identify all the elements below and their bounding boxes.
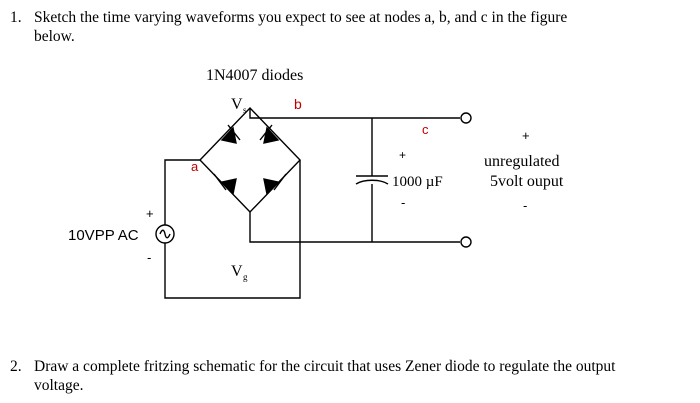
node-c-label: c	[422, 122, 429, 137]
source-label: 10VPP AC	[68, 227, 139, 244]
source-minus: -	[147, 250, 151, 265]
node-vs-subscript: s	[243, 105, 247, 115]
question-1-number: 1.	[10, 9, 22, 26]
diode-upper-right-bar	[259, 124, 273, 141]
ac-source-symbol	[155, 224, 175, 244]
node-vg-label: V	[231, 263, 243, 280]
diode-lower-right	[263, 178, 280, 196]
question-2-number: 2.	[10, 358, 22, 375]
bridge-outline	[199, 106, 301, 214]
diode-upper-left-bar	[227, 124, 241, 141]
left-input-wire	[164, 159, 200, 225]
node-vg-subscript: g	[243, 272, 248, 282]
diode-lower-right-bar	[273, 173, 287, 191]
return-wire	[164, 160, 301, 299]
diodes-title: 1N4007 diodes	[206, 67, 303, 84]
diode-upper-left	[220, 126, 237, 144]
question-2-line-1: Draw a complete fritzing schematic for t…	[34, 358, 616, 375]
cap-minus: -	[401, 195, 405, 210]
question-1-line-1: Sketch the time varying waveforms you ex…	[34, 9, 568, 26]
bottom-wire	[249, 212, 460, 243]
top-wire	[249, 108, 460, 119]
diode-upper-right	[263, 126, 280, 144]
question-2-line-2: voltage.	[34, 377, 84, 394]
cap-value: 1000 µF	[392, 174, 443, 190]
output-minus: -	[523, 198, 527, 213]
ac-wave	[159, 229, 171, 239]
source-plus: +	[146, 206, 154, 221]
output-terminal-top	[460, 112, 472, 124]
cap-plus: +	[399, 148, 406, 162]
diode-lower-left	[220, 178, 237, 196]
cap-plate-bottom	[355, 179, 389, 185]
output-terminal-bottom	[460, 236, 472, 248]
output-label-line-1: unregulated	[484, 153, 560, 170]
node-vs-label: V	[231, 96, 243, 113]
output-plus: +	[522, 128, 530, 143]
diode-lower-left-bar	[213, 173, 227, 191]
output-label-line-2: 5volt ouput	[490, 173, 564, 190]
question-1-line-2: below.	[34, 28, 75, 45]
node-a-label: a	[191, 159, 199, 174]
node-b-label: b	[294, 96, 302, 112]
